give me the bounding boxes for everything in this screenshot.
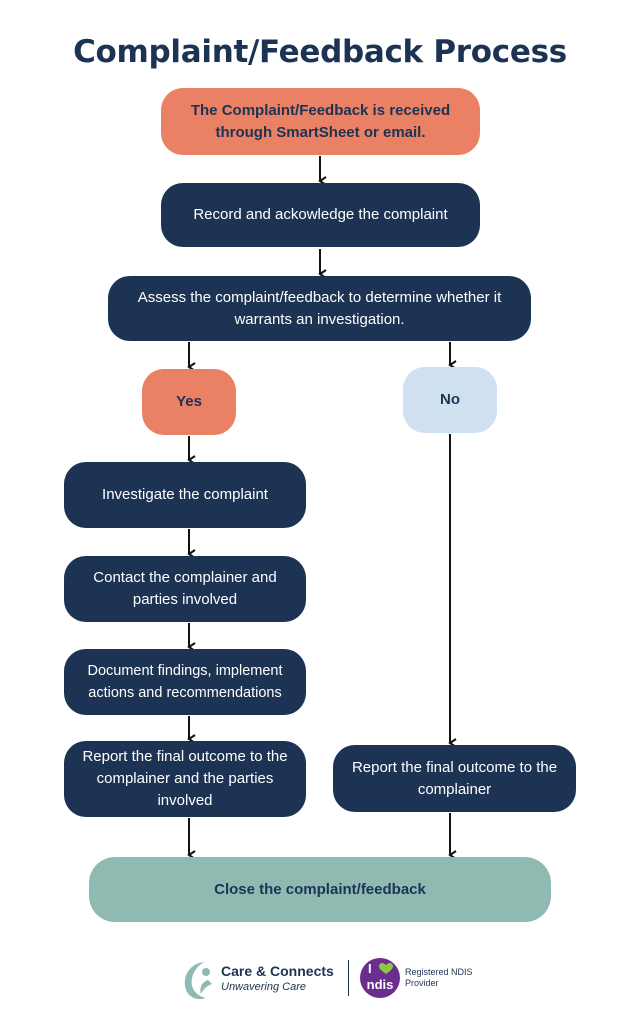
node-decision-yes-label: Yes	[176, 393, 202, 410]
footer-divider	[348, 960, 349, 996]
brand-name: Care & Connects	[221, 963, 334, 979]
node-decision-yes: Yes	[142, 369, 236, 435]
node-decision-no-label: No	[440, 391, 460, 408]
page-title: Complaint/Feedback Process	[73, 34, 567, 70]
heart-icon	[379, 963, 393, 974]
node-decision-no: No	[403, 367, 497, 433]
brand-tagline: Unwavering Care	[221, 981, 306, 993]
care-connects-logo-icon	[184, 962, 212, 1000]
node-record-acknowledge-label: Record and ackowledge the complaint	[193, 206, 448, 223]
ndis-badge-i: I	[368, 961, 372, 976]
node-investigate-label: Investigate the complaint	[102, 486, 268, 503]
ndis-badge: I ndis	[360, 958, 400, 998]
node-report-outcome-complainer-label: Report the final outcome to the complain…	[351, 758, 558, 798]
node-complaint-received: The Complaint/Feedback is received throu…	[161, 88, 480, 155]
node-assess-complaint-label: Assess the complaint/feedback to determi…	[137, 288, 502, 328]
node-record-acknowledge: Record and ackowledge the complaint	[161, 183, 480, 247]
node-report-outcome-parties-label: Report the final outcome to the complain…	[82, 748, 288, 809]
node-document-findings-label: Document findings, implement actions and…	[87, 663, 283, 701]
node-report-outcome-complainer: Report the final outcome to the complain…	[333, 745, 576, 812]
node-close-complaint-label: Close the complaint/feedback	[214, 880, 426, 898]
node-complaint-received-label: The Complaint/Feedback is received throu…	[190, 101, 451, 141]
ndis-provider-text: Registered NDIS Provider	[405, 967, 473, 988]
node-assess-complaint: Assess the complaint/feedback to determi…	[108, 276, 531, 341]
node-contact-complainer-label: Contact the complainer and parties invol…	[93, 569, 277, 608]
node-report-outcome-parties: Report the final outcome to the complain…	[64, 741, 306, 817]
node-document-findings: Document findings, implement actions and…	[64, 649, 306, 715]
footer: Care & Connects Unwavering Care I ndis R…	[0, 950, 640, 1010]
ndis-badge-word: ndis	[366, 977, 394, 992]
node-investigate: Investigate the complaint	[64, 462, 306, 528]
node-contact-complainer: Contact the complainer and parties invol…	[64, 556, 306, 622]
node-close-complaint: Close the complaint/feedback	[89, 857, 551, 922]
